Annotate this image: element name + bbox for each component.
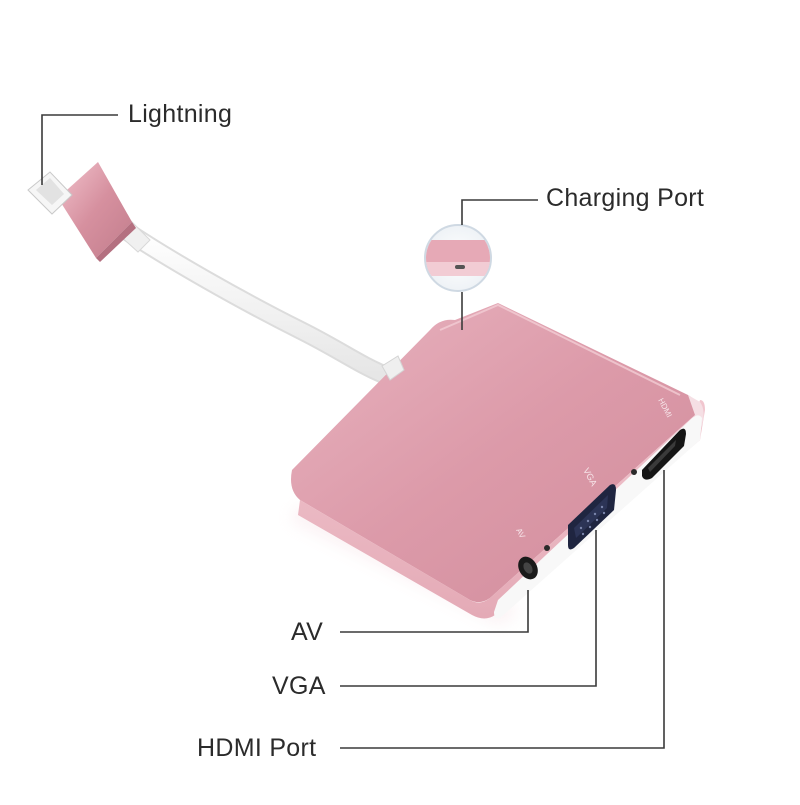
- charging-port-zoom: [424, 224, 492, 292]
- callout-lines: [41, 114, 665, 749]
- vga-label: VGA: [272, 672, 326, 700]
- vga-leader: [340, 530, 597, 687]
- hdmi-leader: [340, 470, 665, 749]
- vga-port: [568, 469, 637, 550]
- hdmi-port: [642, 428, 686, 480]
- hdmi-port-label: HDMI Port: [197, 734, 317, 762]
- av-mark: AV: [514, 527, 527, 541]
- lightning-leader: [41, 114, 118, 185]
- lightning-label: Lightning: [128, 100, 233, 128]
- av-leader: [340, 590, 529, 633]
- lightning-plug: [27, 162, 136, 262]
- lightning-cable: [107, 211, 395, 385]
- av-port: [518, 545, 550, 580]
- charging-leader: [461, 199, 538, 225]
- charging-port-label: Charging Port: [546, 184, 705, 212]
- av-label: AV: [291, 618, 324, 646]
